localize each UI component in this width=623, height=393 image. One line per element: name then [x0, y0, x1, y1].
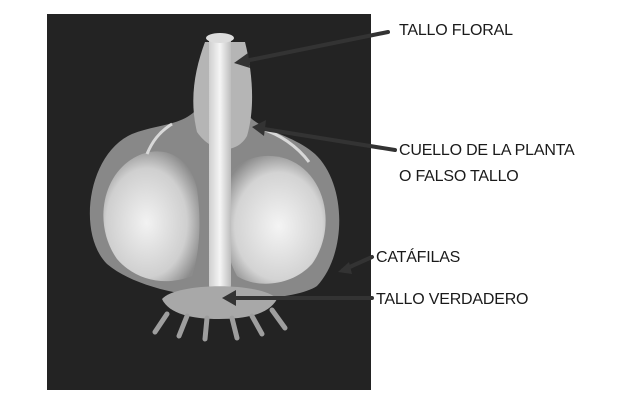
arrow-cuello [258, 128, 395, 150]
arrow-tallo-floral [240, 32, 388, 62]
label-tallo-floral: TALLO FLORAL [399, 21, 513, 41]
label-tallo-verdadero: TALLO VERDADERO [376, 290, 528, 310]
label-cuello-line1: CUELLO DE LA PLANTA [399, 141, 575, 161]
label-catafilas: CATÁFILAS [376, 248, 460, 268]
label-cuello-line2: O FALSO TALLO [399, 167, 519, 187]
